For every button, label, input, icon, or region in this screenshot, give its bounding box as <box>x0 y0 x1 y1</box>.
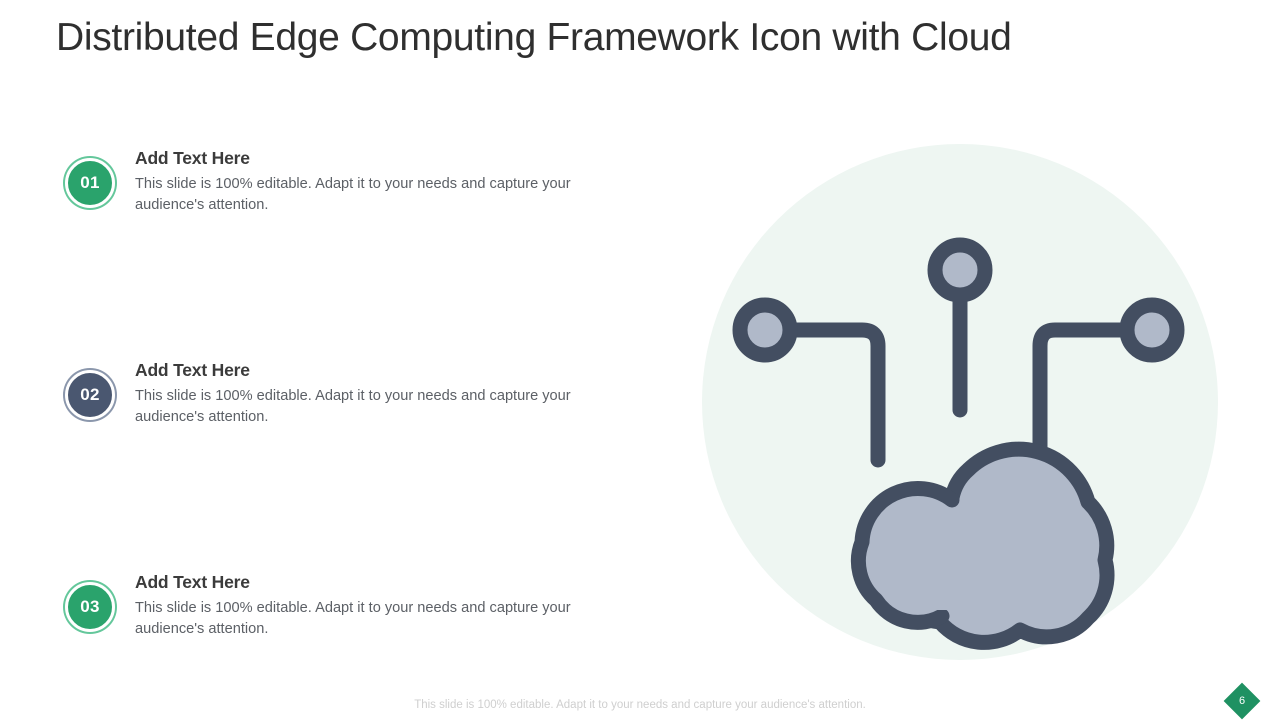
page-number-label: 6 <box>1238 695 1246 707</box>
page-number-badge: 6 <box>1223 682 1261 720</box>
list-item[interactable]: 03 Add Text Here This slide is 100% edit… <box>60 572 600 672</box>
footer-note: This slide is 100% editable. Adapt it to… <box>414 699 866 711</box>
node-left <box>732 297 798 363</box>
bullet-text: This slide is 100% editable. Adapt it to… <box>135 600 571 638</box>
bullet-number-badge-01: 01 <box>65 158 115 208</box>
list-item[interactable]: 01 Add Text Here This slide is 100% edit… <box>60 148 600 248</box>
node-right <box>1119 297 1185 363</box>
node-top-center <box>927 237 993 303</box>
connector-left <box>757 322 886 468</box>
bullet-body: Add Text Here This slide is 100% editabl… <box>135 148 595 216</box>
bullet-text: This slide is 100% editable. Adapt it to… <box>135 176 571 214</box>
cloud-network-icon <box>690 130 1230 670</box>
bullet-number-badge-02: 02 <box>65 370 115 420</box>
connector-right <box>1032 322 1160 456</box>
bullet-heading: Add Text Here <box>135 148 250 168</box>
cloud-shape <box>850 441 1115 650</box>
bullet-text: This slide is 100% editable. Adapt it to… <box>135 388 571 426</box>
list-item[interactable]: 02 Add Text Here This slide is 100% edit… <box>60 360 600 460</box>
bullet-number-badge-03: 03 <box>65 582 115 632</box>
bullet-heading: Add Text Here <box>135 360 250 380</box>
page-title: Distributed Edge Computing Framework Ico… <box>56 16 1012 59</box>
endpoint-nodes <box>732 237 1185 363</box>
bullet-body: Add Text Here This slide is 100% editabl… <box>135 572 595 640</box>
bullet-body: Add Text Here This slide is 100% editabl… <box>135 360 595 428</box>
bullet-heading: Add Text Here <box>135 572 250 592</box>
